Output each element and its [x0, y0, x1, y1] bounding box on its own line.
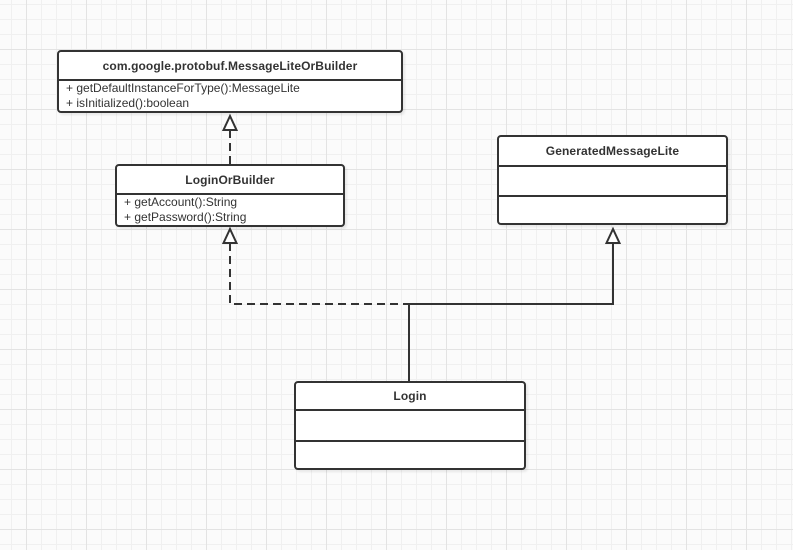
fields-compartment	[499, 165, 726, 195]
method-item: + getPassword():String	[124, 210, 247, 224]
class-title: GeneratedMessageLite	[545, 144, 680, 158]
method-item: + isInitialized():boolean	[66, 96, 190, 110]
class-box-generatedmessagelite[interactable]: GeneratedMessageLite	[497, 135, 728, 225]
class-title: Login	[393, 389, 427, 403]
class-box-messageliteorbuilder[interactable]: com.google.protobuf.MessageLiteOrBuilder…	[57, 50, 403, 113]
hollow-triangle-arrowhead	[221, 113, 239, 131]
realization-loginorbuilder-to-messageliteorbuilder[interactable]	[221, 113, 239, 164]
generalization-login-to-generatedmessagelite[interactable]	[408, 226, 622, 381]
method-item: + getAccount():String	[124, 195, 238, 209]
methods-compartment: + getDefaultInstanceForType():MessageLit…	[59, 79, 401, 111]
class-box-loginorbuilder[interactable]: LoginOrBuilder + getAccount():String + g…	[115, 164, 345, 227]
fields-compartment	[296, 409, 524, 440]
realization-login-to-loginorbuilder[interactable]	[221, 226, 410, 305]
class-title: com.google.protobuf.MessageLiteOrBuilder	[102, 58, 358, 73]
class-title: LoginOrBuilder	[185, 172, 275, 187]
method-item: + getDefaultInstanceForType():MessageLit…	[66, 81, 300, 95]
methods-compartment	[296, 440, 524, 468]
hollow-triangle-arrowhead	[221, 226, 239, 244]
class-box-login[interactable]: Login	[294, 381, 526, 470]
hollow-triangle-arrowhead	[604, 226, 622, 244]
methods-compartment: + getAccount():String + getPassword():St…	[117, 193, 343, 225]
methods-compartment	[499, 195, 726, 223]
